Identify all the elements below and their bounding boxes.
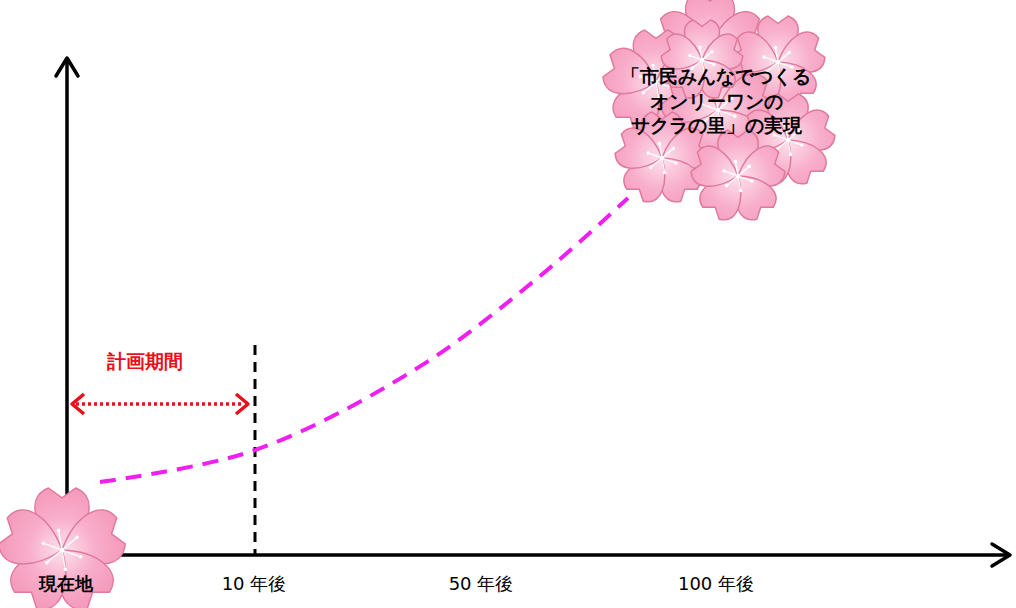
current-position-flower: 現在地 xyxy=(0,488,132,608)
sakura-anther xyxy=(750,179,754,183)
sakura-stamen xyxy=(738,167,749,176)
sakura-center xyxy=(700,58,704,62)
sakura-anther xyxy=(739,189,743,193)
sakura-anther xyxy=(762,55,766,59)
sakura-anther xyxy=(646,151,650,155)
sakura-stamen xyxy=(764,57,778,62)
sakura-anther xyxy=(649,166,653,170)
sakura-center xyxy=(60,548,64,552)
sakura-stamen xyxy=(727,176,738,185)
sakura-anther xyxy=(671,147,675,151)
goal-flower-cluster: 「市民みんなでつくる オンリーワンの サクラの里」の実現 xyxy=(598,0,834,218)
sakura-anther xyxy=(42,541,46,545)
sakura-anther xyxy=(722,169,726,173)
sakura-stamen xyxy=(662,149,673,158)
axis-tick-label: 50 年後 xyxy=(449,572,514,596)
sakura-stamen xyxy=(651,158,662,167)
period-arrow-line xyxy=(76,402,244,406)
period-arrowhead xyxy=(72,394,84,414)
sakura-petal xyxy=(688,143,744,195)
sakura-stamen xyxy=(659,144,662,158)
horizontal-axis xyxy=(67,553,1008,557)
axis-tick-label: 10 年後 xyxy=(222,572,287,596)
sakura-petal xyxy=(0,505,70,576)
sakura-anther xyxy=(663,171,667,175)
sakura-stamen xyxy=(738,176,752,181)
sakura-anther xyxy=(45,561,49,565)
sakura-anther xyxy=(674,161,678,165)
sakura-stamen xyxy=(62,550,65,570)
sakura-center xyxy=(736,174,740,178)
sakura-anther xyxy=(75,535,79,539)
sakura-center xyxy=(786,138,790,142)
axis-arrowhead xyxy=(56,58,78,76)
sakura-anther xyxy=(79,555,83,559)
goal-label: 「市民みんなでつくる オンリーワンの サクラの里」の実現 xyxy=(598,0,834,138)
sakura-anther xyxy=(747,165,751,169)
sakura-anther xyxy=(641,91,645,95)
sakura-stamen xyxy=(735,162,738,176)
sakura-anther xyxy=(658,142,662,146)
sakura-stamen xyxy=(738,176,741,190)
sakura-stamen xyxy=(59,530,62,550)
period-arrowhead xyxy=(236,394,248,414)
period-label: 計画期間 xyxy=(107,349,183,375)
sakura-anther xyxy=(789,153,793,157)
sakura-stamen xyxy=(788,140,802,145)
sakura-center xyxy=(776,60,780,64)
sakura-anther xyxy=(698,46,702,50)
sakura-stamen xyxy=(62,550,81,557)
sakura-stamen xyxy=(775,48,778,62)
sakura-anther xyxy=(710,50,714,54)
sakura-stamen xyxy=(788,140,791,154)
position-label: 現在地 xyxy=(0,488,132,595)
sakura-stamen xyxy=(724,171,738,176)
sakura-stamen xyxy=(662,158,665,172)
sakura-stamen xyxy=(777,140,788,149)
axis-tick-label: 100 年後 xyxy=(678,572,754,596)
sakura-stamen xyxy=(43,543,62,550)
sakura-anther xyxy=(800,143,804,147)
sakura-stamen xyxy=(648,153,662,158)
sakura-stamen xyxy=(662,158,676,163)
sakura-stamen xyxy=(62,537,77,550)
sakura-flower xyxy=(688,130,788,225)
period-arrow xyxy=(72,394,248,414)
sakura-anther xyxy=(734,160,738,164)
sakura-anther xyxy=(774,46,778,50)
sakura-anther xyxy=(64,568,68,572)
sakura-center xyxy=(660,156,664,160)
sakura-anther xyxy=(57,529,61,533)
sakura-stamen xyxy=(47,550,62,563)
sakura-anther xyxy=(725,184,729,188)
vertical-axis xyxy=(65,60,69,556)
sakura-anther xyxy=(787,51,791,55)
sakura-stamen xyxy=(778,53,789,62)
axis-arrowhead xyxy=(992,544,1010,566)
growth-curve xyxy=(100,198,628,482)
sakura-anther xyxy=(688,54,692,58)
